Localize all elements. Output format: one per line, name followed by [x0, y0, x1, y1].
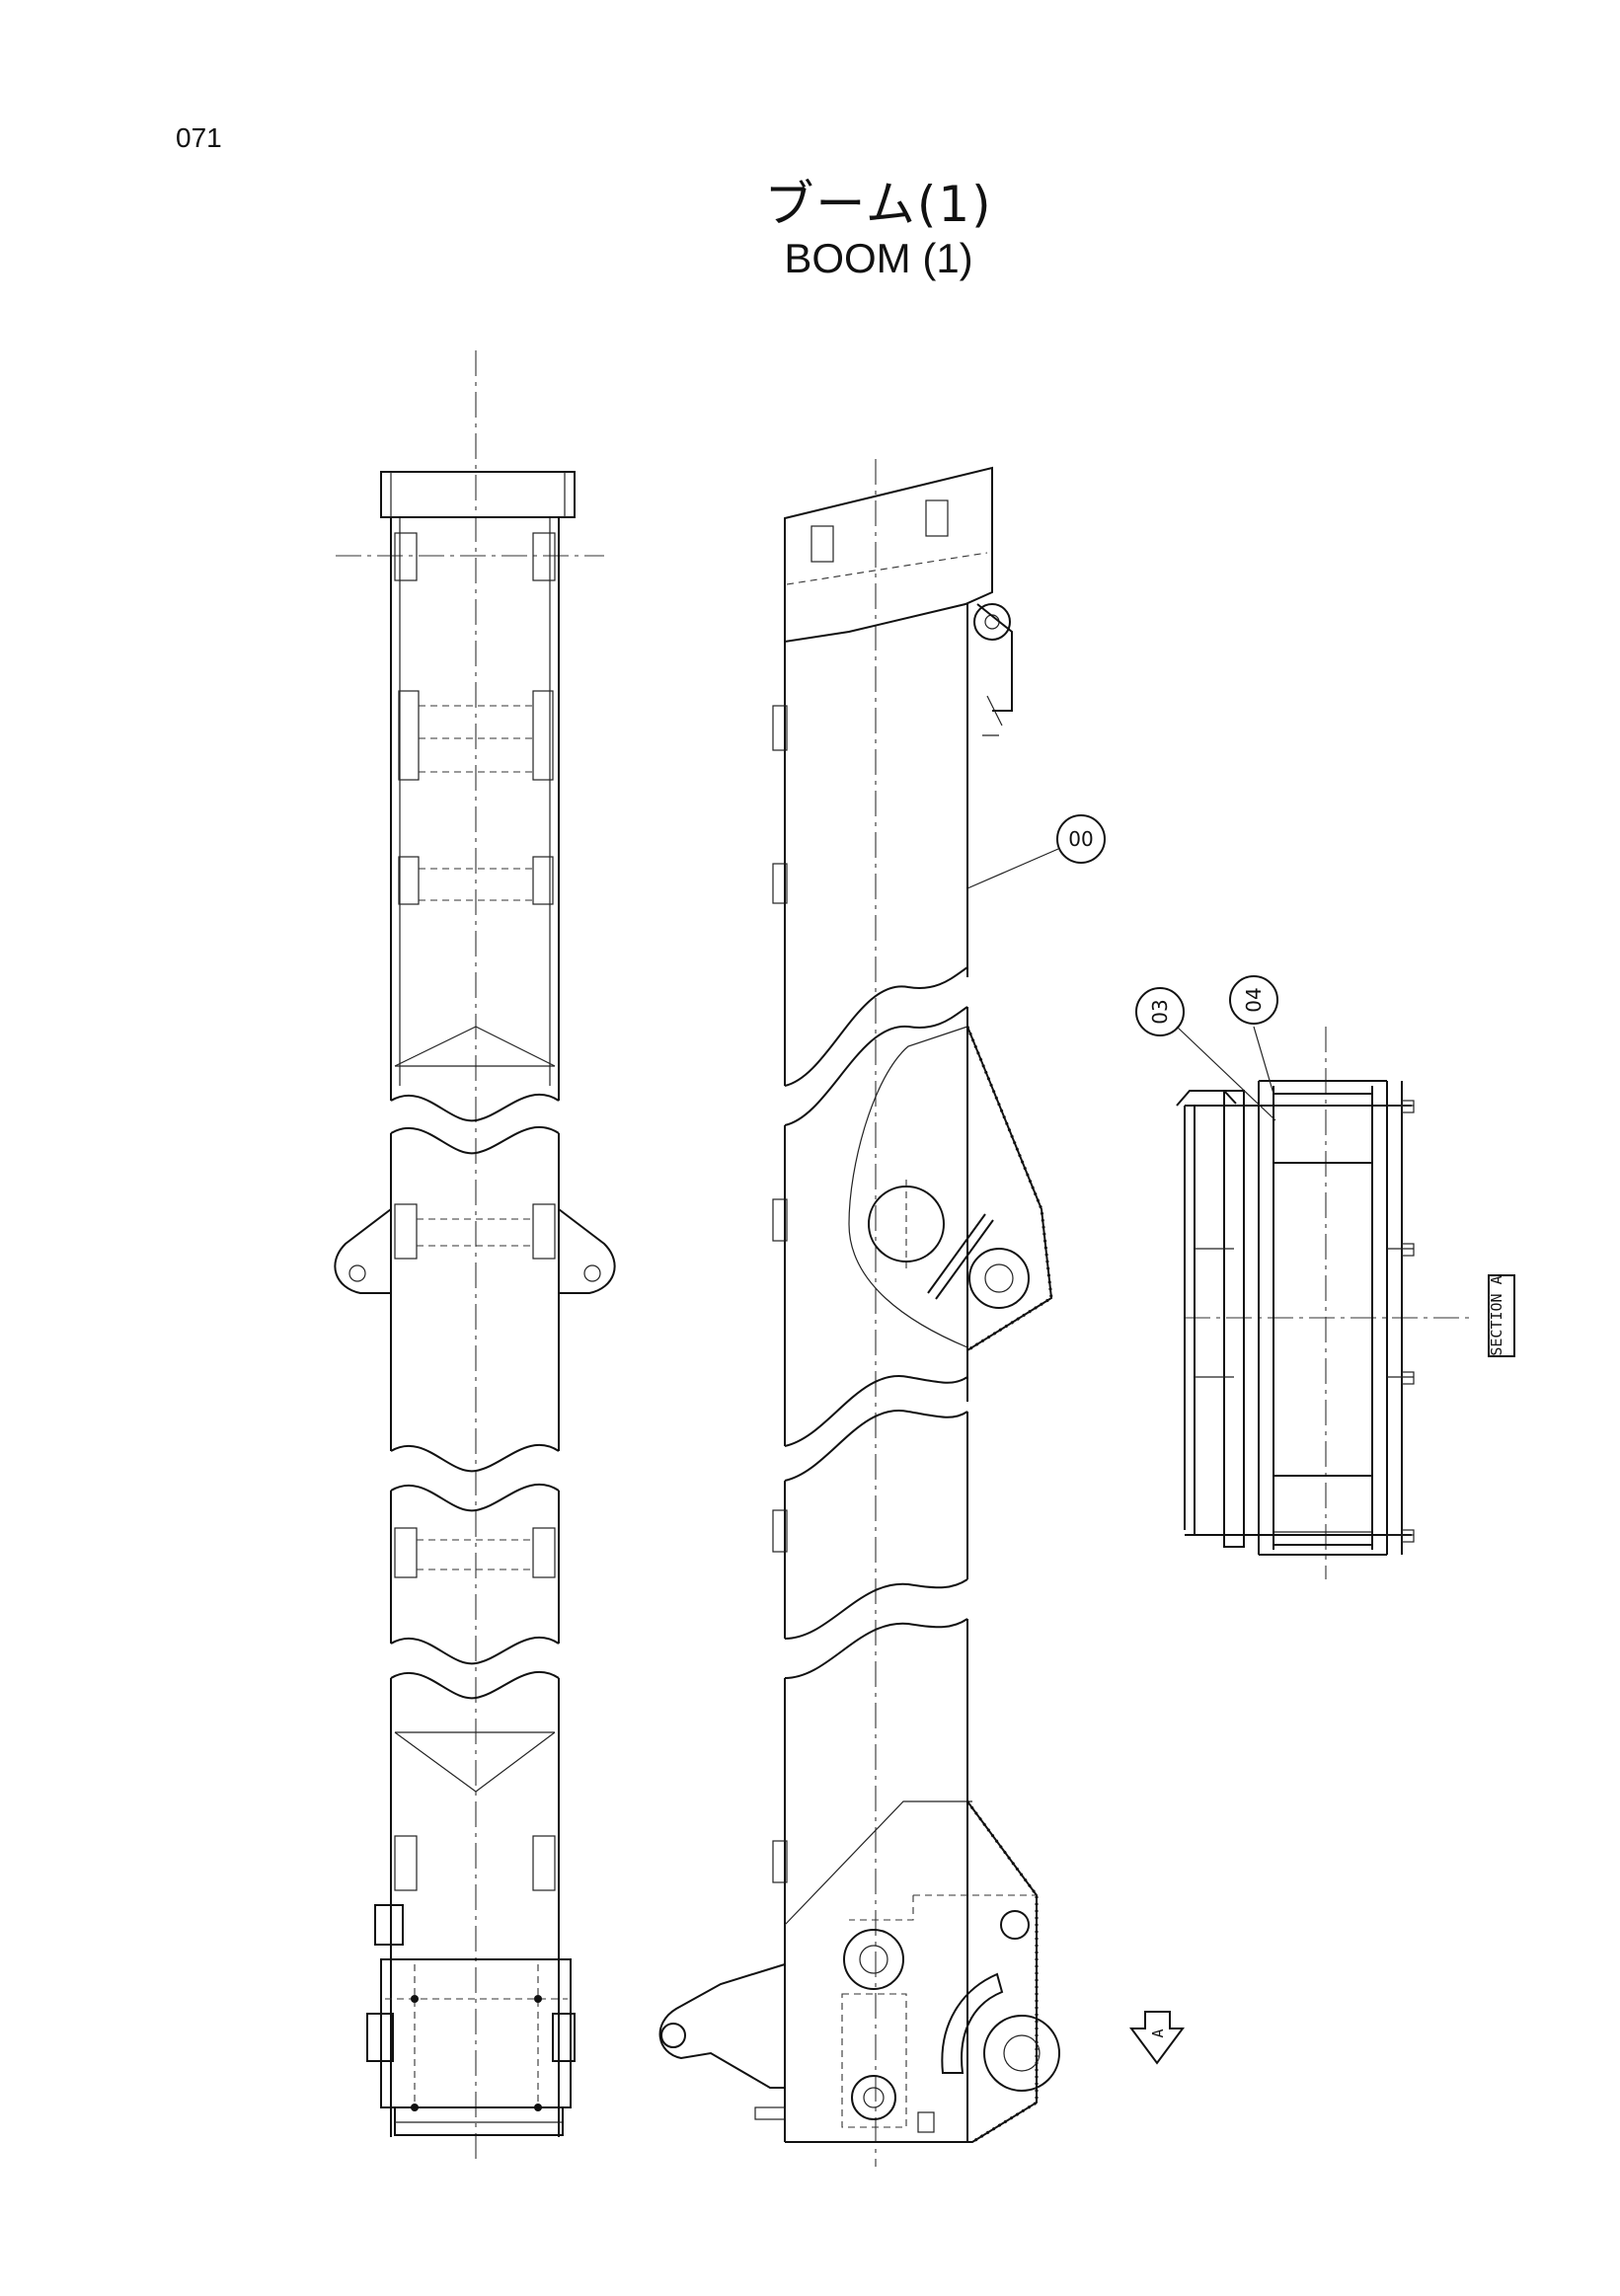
svg-text:04: 04 — [1242, 987, 1266, 1012]
callout-00: 00 — [966, 814, 1106, 889]
title-japanese: ブーム(1) — [764, 176, 993, 233]
view-arrow-a: A — [1129, 2011, 1185, 2065]
svg-text:00: 00 — [1068, 827, 1093, 851]
callout-03: 03 — [1135, 987, 1276, 1121]
callout-04: 04 — [1229, 975, 1278, 1095]
page-number: 071 — [176, 122, 222, 153]
title-block: ブーム(1) BOOM (1) — [691, 176, 1066, 284]
svg-text:SECTION A: SECTION A — [1488, 1275, 1505, 1355]
svg-text:A: A — [1149, 2028, 1167, 2037]
section-label: SECTION A — [1488, 1274, 1515, 1357]
svg-text:03: 03 — [1148, 999, 1172, 1024]
section-a-view — [1176, 1027, 1471, 1579]
boom-side-view — [658, 459, 1060, 2167]
boom-top-view — [334, 350, 616, 2162]
title-english: BOOM (1) — [784, 235, 973, 281]
